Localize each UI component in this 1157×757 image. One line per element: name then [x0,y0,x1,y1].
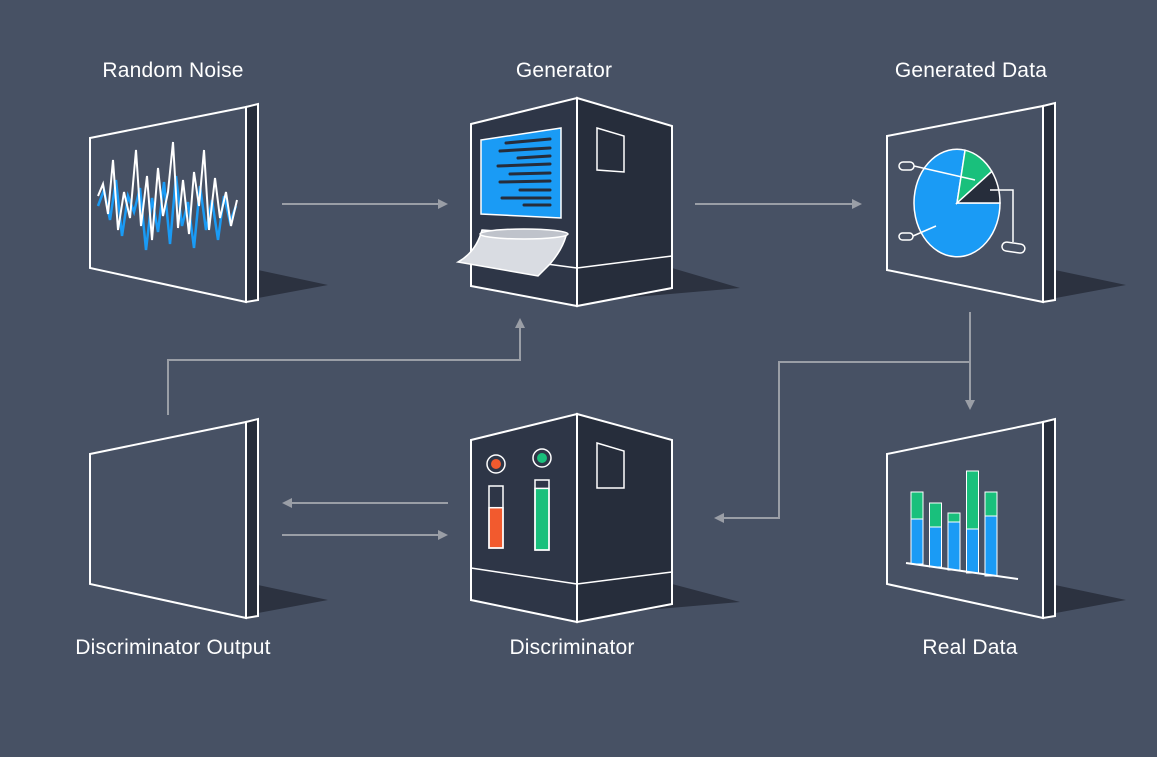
label-discriminator-output: Discriminator Output [75,636,271,659]
bar-blue-1 [910,518,924,565]
bar-green-3 [947,512,961,523]
label-generated-data: Generated Data [894,59,1048,82]
bar-blue-2 [929,526,942,568]
discriminator-machine [470,412,740,624]
arrow-data-to-discriminator [714,361,970,523]
bar-green-1 [910,491,924,520]
bar-chart-baseline [905,562,1019,580]
green-gauge-level [534,487,550,551]
flow-arrows [167,199,975,540]
red-gauge-level [488,506,504,549]
bar-blue-5 [984,515,998,577]
green-gauge-frame [534,479,550,551]
generator-machine [455,96,740,308]
bar-chart-glyph [910,470,998,577]
label-generator: Generator [515,59,613,82]
bar-blue-4 [966,528,979,574]
pie-slice-dark [955,170,1001,204]
bar-green-2 [929,502,942,528]
bar-green-4 [966,470,979,530]
label-real-data: Real Data [922,636,1018,659]
pie-chart-glyph [913,148,1001,258]
discriminator-output-screen [89,417,328,620]
noise-wave-white [97,141,238,241]
bar-green-5 [984,491,998,517]
generator-screen-lines [496,137,552,207]
noise-wave-blue [96,175,238,251]
bar-blue-3 [947,521,961,571]
generator-side-window [596,126,625,173]
random-noise-screen [89,102,328,304]
generated-data-screen [886,101,1126,304]
discriminator-gauges [488,479,550,551]
arrow-feedback-to-generator [167,318,525,415]
generator-paper-output [455,229,567,277]
label-discriminator: Discriminator [509,636,635,659]
pie-callouts [898,161,1026,254]
label-random-noise: Random Noise [102,59,244,82]
discriminator-side-window [596,441,625,489]
red-gauge-frame [488,485,504,549]
real-data-screen [886,417,1126,620]
